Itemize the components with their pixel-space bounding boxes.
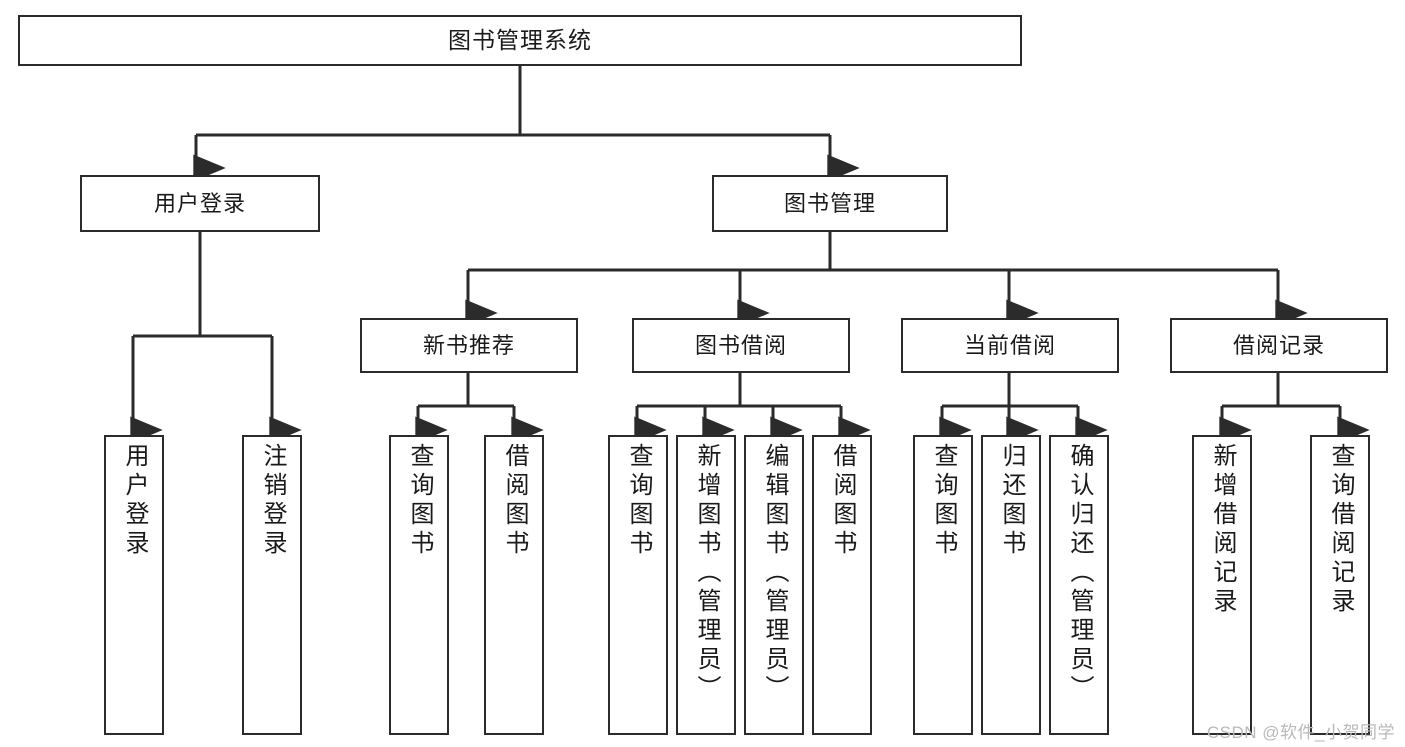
node-leaf-edit-book-label: 编辑图书（管理员）	[761, 443, 788, 704]
node-leaf-query-record[interactable]: 查询借阅记录	[1310, 435, 1370, 735]
node-leaf-borrow-book-1-label: 借阅图书	[501, 443, 528, 559]
node-book-borrow[interactable]: 图书借阅	[632, 318, 850, 373]
node-book-manage[interactable]: 图书管理	[712, 175, 948, 232]
node-borrow-record-label: 借阅记录	[1232, 332, 1325, 358]
node-leaf-borrow-book-2[interactable]: 借阅图书	[812, 435, 872, 735]
node-leaf-borrow-book-2-label: 借阅图书	[829, 443, 856, 559]
node-leaf-return-book-label: 归还图书	[998, 443, 1025, 559]
node-leaf-edit-book[interactable]: 编辑图书（管理员）	[744, 435, 804, 735]
node-leaf-query-book-1-label: 查询图书	[406, 443, 433, 559]
node-leaf-query-record-label: 查询借阅记录	[1327, 443, 1354, 617]
node-leaf-add-book-label: 新增图书（管理员）	[693, 443, 720, 704]
node-leaf-user-logout[interactable]: 注销登录	[242, 435, 302, 735]
node-book-manage-label: 图书管理	[783, 190, 876, 216]
node-new-book-recommend-label: 新书推荐	[422, 332, 515, 358]
node-current-borrow-label: 当前借阅	[963, 332, 1056, 358]
node-leaf-user-login[interactable]: 用户登录	[104, 435, 164, 735]
node-leaf-query-book-3-label: 查询图书	[930, 443, 957, 559]
node-user-login-label: 用户登录	[153, 190, 246, 216]
node-user-login[interactable]: 用户登录	[80, 175, 320, 232]
node-leaf-confirm-return[interactable]: 确认归还（管理员）	[1049, 435, 1109, 735]
node-leaf-return-book[interactable]: 归还图书	[981, 435, 1041, 735]
node-leaf-add-record-label: 新增借阅记录	[1209, 443, 1236, 617]
node-leaf-confirm-return-label: 确认归还（管理员）	[1066, 443, 1093, 704]
node-leaf-query-book-3[interactable]: 查询图书	[913, 435, 973, 735]
node-book-borrow-label: 图书借阅	[694, 332, 787, 358]
node-leaf-add-record[interactable]: 新增借阅记录	[1192, 435, 1252, 735]
node-leaf-user-logout-label: 注销登录	[259, 443, 286, 559]
node-root[interactable]: 图书管理系统	[18, 15, 1022, 66]
node-new-book-recommend[interactable]: 新书推荐	[360, 318, 578, 373]
csdn-watermark: CSDN @软件_小贺同学	[1206, 723, 1395, 742]
node-leaf-add-book[interactable]: 新增图书（管理员）	[676, 435, 736, 735]
node-leaf-query-book-2-label: 查询图书	[625, 443, 652, 559]
node-borrow-record[interactable]: 借阅记录	[1170, 318, 1388, 373]
node-leaf-query-book-2[interactable]: 查询图书	[608, 435, 668, 735]
node-leaf-query-book-1[interactable]: 查询图书	[389, 435, 449, 735]
node-leaf-borrow-book-1[interactable]: 借阅图书	[484, 435, 544, 735]
node-root-label: 图书管理系统	[448, 27, 592, 54]
node-leaf-user-login-label: 用户登录	[121, 443, 148, 559]
node-current-borrow[interactable]: 当前借阅	[901, 318, 1119, 373]
